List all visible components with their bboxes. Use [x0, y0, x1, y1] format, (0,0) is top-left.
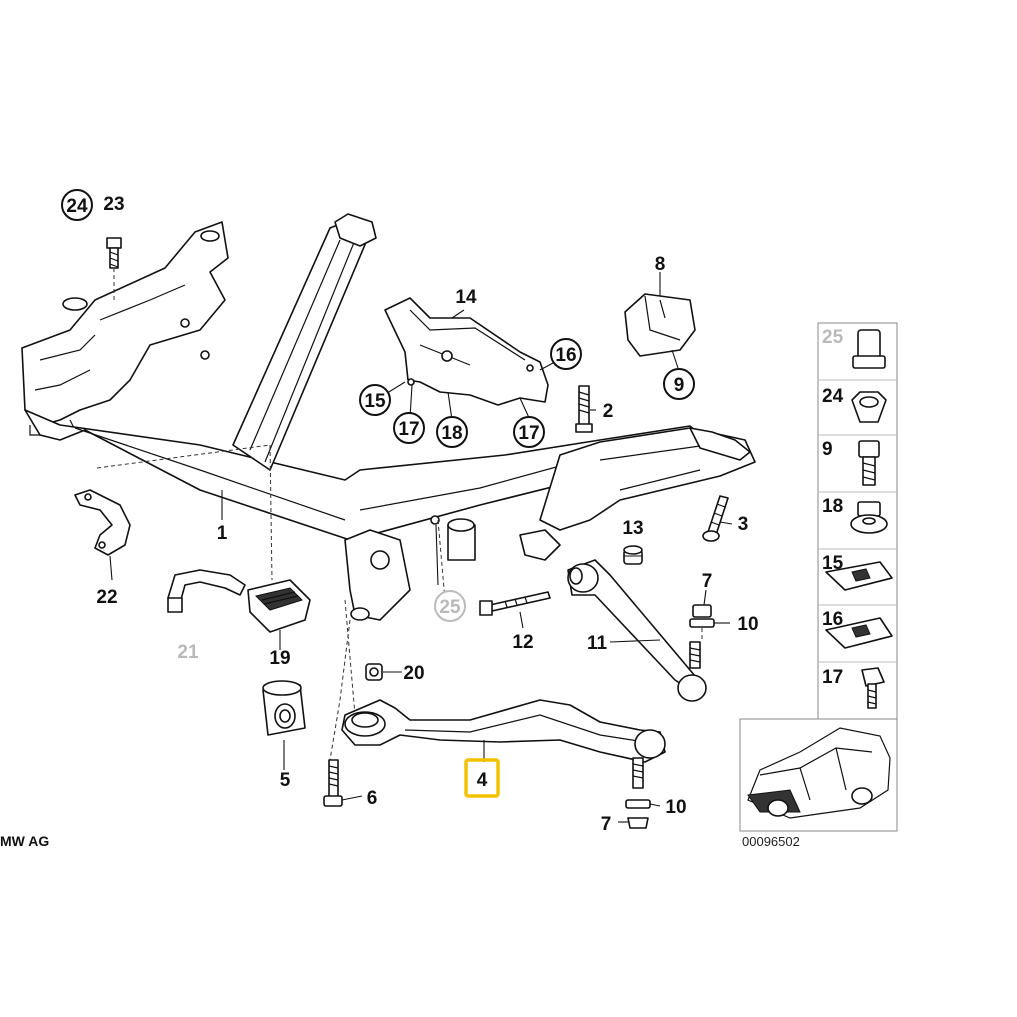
bolt-23	[106, 237, 122, 300]
bracket-21	[167, 569, 246, 613]
label-5: 5	[280, 770, 291, 791]
legend-label-9: 9	[822, 439, 833, 460]
label-10-upper: 10	[737, 614, 758, 635]
diagram-number: 00096502	[742, 834, 800, 849]
hex-bolt-icon	[858, 440, 880, 486]
label-20: 20	[403, 663, 424, 684]
bracket-22	[74, 489, 131, 556]
label-24: 24	[61, 189, 93, 221]
legend-label-18: 18	[822, 496, 843, 517]
svg-text:18: 18	[441, 423, 462, 444]
label-23: 23	[103, 194, 124, 215]
bolt-2	[575, 385, 593, 433]
label-19: 19	[269, 648, 290, 669]
clip-nut-icon-16	[825, 617, 893, 649]
svg-text:16: 16	[555, 345, 576, 366]
label-3: 3	[738, 514, 749, 535]
bolt-3	[702, 495, 729, 542]
svg-text:17: 17	[518, 423, 539, 444]
label-7-upper: 7	[702, 571, 713, 592]
label-17-right: 17	[513, 416, 545, 448]
legend-label-17: 17	[822, 667, 843, 688]
label-22: 22	[96, 587, 117, 608]
axle-carrier-drawing	[21, 213, 756, 761]
control-arm-4	[341, 699, 666, 789]
block-19	[247, 579, 311, 633]
label-2: 2	[603, 401, 614, 422]
label-11: 11	[587, 633, 608, 654]
label-18: 18	[436, 416, 468, 448]
vehicle-thumbnail	[739, 718, 898, 832]
label-14: 14	[455, 287, 477, 308]
screw-icon	[861, 667, 885, 709]
nut-washer-lower	[625, 799, 651, 829]
label-8: 8	[655, 254, 666, 275]
tension-strut-11	[567, 559, 707, 702]
bracket-8	[624, 293, 696, 357]
label-9: 9	[663, 368, 695, 400]
svg-text:4: 4	[477, 770, 488, 791]
label-12: 12	[512, 632, 533, 653]
label-16: 16	[550, 338, 582, 370]
label-17-left: 17	[393, 412, 425, 444]
svg-text:17: 17	[398, 419, 419, 440]
label-7-lower: 7	[601, 814, 612, 835]
label-4-highlighted[interactable]: 4	[464, 758, 500, 798]
nut-washer-upper	[689, 604, 715, 642]
bolt-12	[479, 591, 551, 616]
svg-text:25: 25	[439, 597, 461, 618]
label-10-lower: 10	[665, 797, 686, 818]
bolt-6	[323, 759, 343, 807]
label-15: 15	[359, 384, 391, 416]
svg-text:15: 15	[364, 391, 386, 412]
nut-13	[623, 545, 643, 565]
hex-nut-icon	[851, 391, 887, 423]
bushing-5	[262, 680, 306, 736]
copyright-text: MW AG	[0, 833, 49, 849]
heat-shield-14	[384, 297, 549, 406]
label-6: 6	[367, 788, 378, 809]
collar-nut-icon	[850, 501, 888, 534]
label-13: 13	[622, 518, 643, 539]
label-21: 21	[177, 642, 199, 663]
legend-label-16: 16	[822, 609, 843, 630]
nut-20	[365, 663, 383, 681]
parts-legend: 25 24 9 18 15 16	[817, 322, 898, 720]
legend-label-15: 15	[822, 553, 844, 574]
sleeve-nut-icon	[852, 329, 886, 369]
svg-text:9: 9	[674, 375, 685, 396]
svg-text:24: 24	[66, 196, 88, 217]
clip-nut-icon	[825, 561, 893, 591]
label-25: 25	[434, 590, 466, 622]
legend-label-24: 24	[822, 386, 844, 407]
label-1: 1	[217, 523, 228, 544]
legend-label-25: 25	[822, 327, 844, 348]
